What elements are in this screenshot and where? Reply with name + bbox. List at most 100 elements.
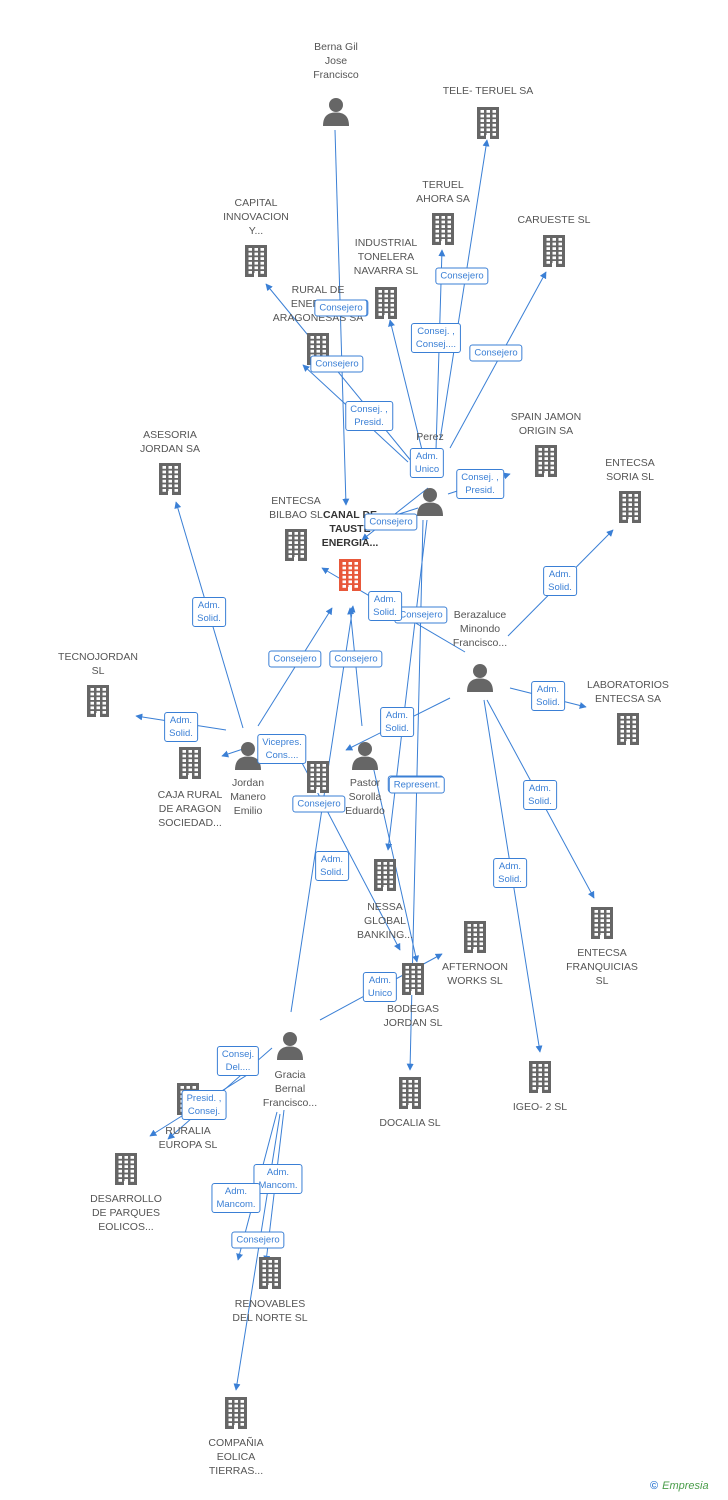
node-berazaluce[interactable]: Berazaluce Minondo Francisco... <box>420 608 540 692</box>
building-icon <box>591 907 613 939</box>
person-icon <box>417 488 443 516</box>
node-label: SPAIN JAMON ORIGIN SA <box>510 411 582 437</box>
node-tele[interactable]: TELE- TERUEL SA <box>428 84 548 140</box>
node-renovables[interactable]: RENOVABLES DEL NORTE SL <box>210 1256 330 1325</box>
node-label: TECNOJORDAN SL <box>58 651 138 677</box>
building-icon <box>307 761 329 793</box>
building-icon <box>402 963 424 995</box>
node-labs[interactable]: LABORATORIOS ENTECSA SA <box>568 678 688 746</box>
edge-label-gracia-renovables[interactable]: Adm. Mancom. <box>253 1164 303 1194</box>
node-perez[interactable]: Perez <box>370 430 490 516</box>
edge-label-perez-bilbao[interactable]: Consejero <box>364 513 418 531</box>
node-label: Perez <box>416 431 444 443</box>
node-label: TERUEL AHORA SA <box>416 179 470 205</box>
building-icon <box>535 445 557 477</box>
edge-label-berazaluce-igeo[interactable]: Adm. Solid. <box>493 858 527 888</box>
edge-label-perez-rural[interactable]: Consejero <box>310 355 364 373</box>
edge-label-jordan-asesoria[interactable]: Adm. Solid. <box>192 597 226 627</box>
node-carueste[interactable]: CARUESTE SL <box>494 213 614 268</box>
node-jordan[interactable]: Jordan Manero Emilio <box>188 740 308 818</box>
node-label: ENTECSA FRANQUICIAS SL <box>566 947 638 987</box>
node-label: CAJA RURAL DE ARAGON SOCIEDAD... <box>157 789 223 829</box>
edge-label-gracia-afternoon[interactable]: Adm. Unico <box>362 972 398 1002</box>
building-icon <box>617 713 639 745</box>
node-rural[interactable]: RURAL DE ENERGIAS ARAGONESAS SA <box>258 283 378 366</box>
edge-label-jordan-canal[interactable]: Consejero <box>268 650 322 668</box>
edge-label-pastor-bodegas[interactable]: Represent. <box>388 776 446 794</box>
building-icon <box>159 463 181 495</box>
edge-label-jordan-afternoon[interactable]: Adm. Solid. <box>315 851 349 881</box>
node-gracia[interactable]: Gracia Bernal Francisco... <box>230 1030 350 1110</box>
edge-label-berazaluce-franquicias[interactable]: Adm. Solid. <box>523 780 557 810</box>
node-afternoon[interactable]: AFTERNOON WORKS SL <box>415 920 535 988</box>
node-tecno[interactable]: TECNOJORDAN SL <box>38 650 158 718</box>
edge-label-perez-capital[interactable]: Consejero <box>314 299 368 317</box>
node-label: Berazaluce Minondo Francisco... <box>452 609 508 649</box>
node-label: NESSA GLOBAL BANKING... <box>356 901 413 941</box>
node-canal[interactable]: CANAL DE TAUSTE ENERGIA... <box>290 508 410 592</box>
node-compania[interactable]: COMPAÑIA EOLICA TIERRAS... <box>176 1396 296 1478</box>
building-icon <box>87 685 109 717</box>
node-label: Gracia Bernal Francisco... <box>262 1069 318 1109</box>
building-icon <box>619 491 641 523</box>
node-asesoria[interactable]: ASESORIA JORDAN SA <box>110 428 230 496</box>
building-icon <box>225 1397 247 1429</box>
node-spain[interactable]: SPAIN JAMON ORIGIN SA <box>486 410 606 478</box>
edge-label-perez-spain[interactable]: Consej. , Presid. <box>456 469 504 499</box>
node-nessa[interactable]: NESSA GLOBAL BANKING... <box>325 858 445 942</box>
node-docalia[interactable]: DOCALIA SL <box>350 1076 470 1130</box>
edge-label-gracia-ruralia[interactable]: Consej. Del.... <box>216 1046 260 1076</box>
label-gap <box>325 892 445 900</box>
node-label: RENOVABLES DEL NORTE SL <box>232 1298 308 1324</box>
node-berna[interactable]: Berna Gil Jose Francisco <box>276 40 396 126</box>
node-soria[interactable]: ENTECSA SORIA SL <box>570 456 690 524</box>
edge-label-jordan-tecno[interactable]: Adm. Solid. <box>164 712 198 742</box>
edge-label-perez-tele[interactable]: Consejero <box>435 267 489 285</box>
edge-label-berazaluce-soria[interactable]: Adm. Solid. <box>543 566 577 596</box>
node-desarrollo[interactable]: DESARROLLO DE PARQUES EOLICOS... <box>66 1152 186 1234</box>
label-gap <box>494 227 614 234</box>
edge-label-gracia-compania[interactable]: Consejero <box>231 1231 285 1249</box>
edge-label-gracia-desarrollo[interactable]: Presid. , Consej. <box>181 1090 227 1120</box>
node-pastor[interactable]: Pastor Sorolla Eduardo <box>305 740 425 818</box>
node-franquicias[interactable]: ENTECSA FRANQUICIAS SL <box>542 906 662 988</box>
label-gap <box>420 650 540 662</box>
edge-label-berazaluce-canal[interactable]: Adm. Solid. <box>368 591 402 621</box>
node-igeo[interactable]: IGEO- 2 SL <box>480 1060 600 1114</box>
node-label: BODEGAS JORDAN SL <box>383 1003 443 1029</box>
edge-label-perez-carueste[interactable]: Consejero <box>469 344 523 362</box>
node-label: Jordan Manero Emilio <box>230 777 266 817</box>
node-label: DOCALIA SL <box>379 1117 441 1129</box>
footer-brand: ©Empresia <box>650 1480 709 1492</box>
building-icon <box>115 1153 137 1185</box>
building-icon <box>432 213 454 245</box>
copyright-symbol: © <box>650 1480 659 1492</box>
edge-label-berazaluce-labs[interactable]: Adm. Solid. <box>531 681 565 711</box>
node-caja[interactable]: CAJA RURAL DE ARAGON SOCIEDAD... <box>130 746 250 830</box>
edge-label-berazaluce-pastor[interactable]: Adm. Solid. <box>380 707 414 737</box>
label-gap <box>258 325 378 332</box>
person-icon <box>323 98 349 126</box>
node-teruel[interactable]: TERUEL AHORA SA <box>383 178 503 246</box>
building-icon <box>259 1257 281 1289</box>
node-label: COMPAÑIA EOLICA TIERRAS... <box>208 1437 264 1477</box>
node-label: RURALIA EUROPA SL <box>158 1125 218 1151</box>
person-icon <box>277 1032 303 1060</box>
node-capital[interactable]: CAPITAL INNOVACION Y... <box>196 196 316 278</box>
edge-label-gracia-renovables[interactable]: Adm. Mancom. <box>211 1183 261 1213</box>
label-gap <box>210 1290 330 1297</box>
node-industrial[interactable]: INDUSTRIAL TONELERA NAVARRA SL <box>326 236 446 320</box>
edge-perez-industrial <box>388 319 423 451</box>
edge-label-gracia-canal[interactable]: Consejero <box>292 795 346 813</box>
edge-label-pastor-canal[interactable]: Consejero <box>329 650 383 668</box>
node-label: ASESORIA JORDAN SA <box>139 429 201 455</box>
edge-label-jordan-caja[interactable]: Vicepres. Cons.... <box>257 734 307 764</box>
edge-perez-capital <box>265 283 413 463</box>
edge-label-perez-teruel[interactable]: Consej. , Consej.... <box>410 323 462 353</box>
edge-label-perez-canal[interactable]: Adm. Unico <box>409 448 445 478</box>
node-bodegas[interactable]: BODEGAS JORDAN SL <box>353 962 473 1030</box>
building-icon <box>464 921 486 953</box>
node-bilbao[interactable]: ENTECSA BILBAO SL <box>236 494 356 562</box>
edge-label-perez-docalia[interactable]: Consejero <box>394 606 448 624</box>
edge-label-perez-industrial[interactable]: Consej. , Presid. <box>345 401 393 431</box>
